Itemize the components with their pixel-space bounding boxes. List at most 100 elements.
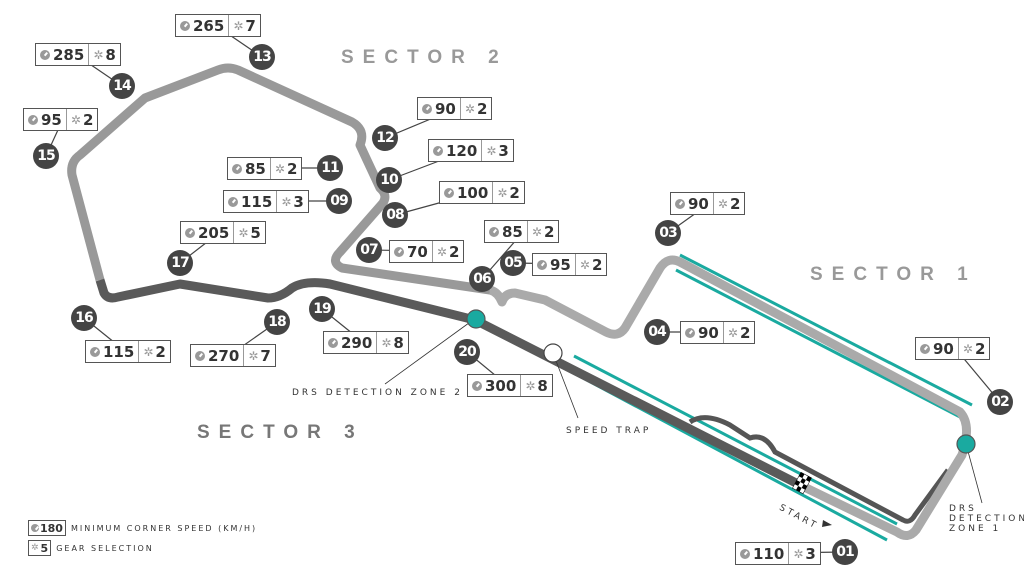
gear-icon: ✲ <box>531 224 542 239</box>
speedometer-icon <box>472 380 482 391</box>
legend-speed-box: 180 <box>28 520 66 536</box>
legend-gear: ✲5 GEAR SELECTION <box>28 540 154 556</box>
corner-gear-value: 8 <box>537 376 548 395</box>
corner-09-marker: 09 <box>326 188 352 214</box>
corner-gear: ✲8 <box>520 375 552 396</box>
corner-04-info: 90 ✲2 <box>680 321 756 344</box>
gear-icon: ✲ <box>486 143 497 158</box>
corner-speed: 95 <box>24 109 66 130</box>
corner-gear: ✲2 <box>492 182 524 203</box>
corner-gear: ✲2 <box>431 241 464 262</box>
corner-speed-value: 90 <box>435 99 456 118</box>
corner-gear: ✲8 <box>88 44 120 65</box>
corner-speed-value: 270 <box>208 346 240 365</box>
speedometer-icon <box>28 114 38 125</box>
corner-gear: ✲7 <box>243 345 275 366</box>
corner-gear: ✲3 <box>276 191 308 212</box>
corner-gear-value: 2 <box>739 323 751 342</box>
legend-speed-label: MINIMUM CORNER SPEED (KM/H) <box>70 523 258 533</box>
corner-gear-value: 2 <box>448 242 460 261</box>
corner-speed-value: 265 <box>193 16 225 35</box>
corner-gear-value: 3 <box>498 141 509 160</box>
gear-icon: ✲ <box>579 257 590 272</box>
legend-gear-sample: 5 <box>40 541 49 555</box>
legend-speed-sample: 180 <box>40 521 63 535</box>
corner-speed: 115 <box>224 191 276 212</box>
corner-speed: 90 <box>671 193 713 214</box>
corner-10-info: 120 ✲3 <box>428 139 514 162</box>
gear-icon: ✲ <box>70 112 81 127</box>
corner-speed-value: 290 <box>341 333 373 352</box>
gear-icon: ✲ <box>248 348 259 363</box>
corner-02-marker: 02 <box>987 389 1013 415</box>
corner-02-info: 90 ✲2 <box>915 337 991 360</box>
corner-speed-value: 90 <box>933 339 954 358</box>
drs-detection-zone-2-label: DRS DETECTION ZONE 2 <box>292 388 463 398</box>
drs-zone-main-outer <box>573 354 898 526</box>
gear-icon: ✲ <box>525 378 536 393</box>
gear-icon: ✲ <box>727 325 738 340</box>
corner-gear: ✲2 <box>138 341 170 362</box>
gear-icon: ✲ <box>31 543 39 553</box>
corner-speed: 85 <box>485 221 527 242</box>
corner-06-info: 85 ✲2 <box>484 220 560 243</box>
speedometer-icon <box>444 187 454 198</box>
track-sector-1 <box>488 255 971 540</box>
corner-17-marker: 17 <box>167 250 193 276</box>
corner-17-info: 205✲5 <box>180 221 266 244</box>
speedometer-icon <box>537 259 547 270</box>
drs-zone-back-outer <box>679 253 973 407</box>
corner-20-info: 300✲8 <box>467 374 553 397</box>
corner-speed: 90 <box>418 98 460 119</box>
speedometer-icon <box>489 226 499 237</box>
corner-speed-value: 70 <box>407 242 428 261</box>
corner-04-marker: 04 <box>644 319 670 345</box>
gear-icon: ✲ <box>93 47 104 62</box>
start-arrow-icon <box>822 520 832 527</box>
corner-speed-value: 85 <box>245 159 266 178</box>
corner-gear-value: 8 <box>393 333 404 352</box>
corner-gear-value: 7 <box>260 346 271 365</box>
speedometer-icon <box>31 524 39 532</box>
corner-speed-value: 90 <box>698 323 719 342</box>
corner-speed: 285 <box>36 44 88 65</box>
speedometer-icon <box>394 246 404 257</box>
corner-20-marker: 20 <box>454 339 480 365</box>
corner-gear-value: 2 <box>509 183 520 202</box>
corner-speed: 70 <box>390 241 432 262</box>
corner-speed-value: 120 <box>446 141 478 160</box>
corner-gear-value: 3 <box>293 192 304 211</box>
legend-speed: 180 MINIMUM CORNER SPEED (KM/H) <box>28 520 257 536</box>
drs-zone-1-line-3: ZONE 1 <box>949 524 1002 534</box>
speed-trap-label: SPEED TRAP <box>566 426 652 436</box>
corner-speed: 290 <box>324 332 376 353</box>
corner-16-info: 115✲2 <box>85 340 171 363</box>
corner-speed: 85 <box>228 158 270 179</box>
speedometer-icon <box>232 163 242 174</box>
legend-gear-box: ✲5 <box>28 540 52 556</box>
corner-gear-value: 7 <box>245 16 256 35</box>
corner-18-marker: 18 <box>264 309 290 335</box>
corner-07-marker: 07 <box>356 237 382 263</box>
legend-gear-label: GEAR SELECTION <box>56 543 154 553</box>
gear-icon: ✲ <box>143 344 154 359</box>
drs-zone-back-inner <box>675 268 963 420</box>
speedometer-icon <box>180 20 190 31</box>
corner-speed-value: 205 <box>198 223 230 242</box>
corner-gear-value: 2 <box>543 222 555 241</box>
corner-18-info: 270✲7 <box>190 344 276 367</box>
corner-speed: 100 <box>440 182 492 203</box>
corner-gear-value: 2 <box>286 159 298 178</box>
corner-09-info: 115✲3 <box>223 190 309 213</box>
corner-gear: ✲7 <box>228 15 260 36</box>
corner-gear: ✲8 <box>376 332 408 353</box>
gear-icon: ✲ <box>962 341 973 356</box>
speedometer-icon <box>433 145 443 156</box>
corner-05-info: 95✲2 <box>532 253 608 276</box>
corner-gear: ✲2 <box>574 254 607 275</box>
corner-16-marker: 16 <box>71 305 97 331</box>
corner-15-info: 95✲2 <box>23 108 99 131</box>
corner-gear-value: 2 <box>974 339 986 358</box>
speedometer-icon <box>675 198 685 209</box>
gear-icon: ✲ <box>238 225 249 240</box>
